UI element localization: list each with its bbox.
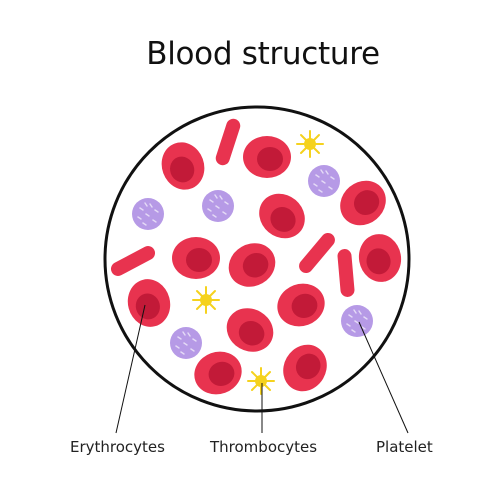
platelet-label: Platelet — [376, 438, 433, 456]
diagram-title: Blood structure — [146, 36, 380, 72]
label-pointers — [115, 304, 409, 434]
thrombocytes-label: Thrombocytes — [210, 438, 318, 456]
erythrocytes-label: Erythrocytes — [70, 438, 165, 456]
elongated-erythrocytes — [110, 118, 355, 297]
